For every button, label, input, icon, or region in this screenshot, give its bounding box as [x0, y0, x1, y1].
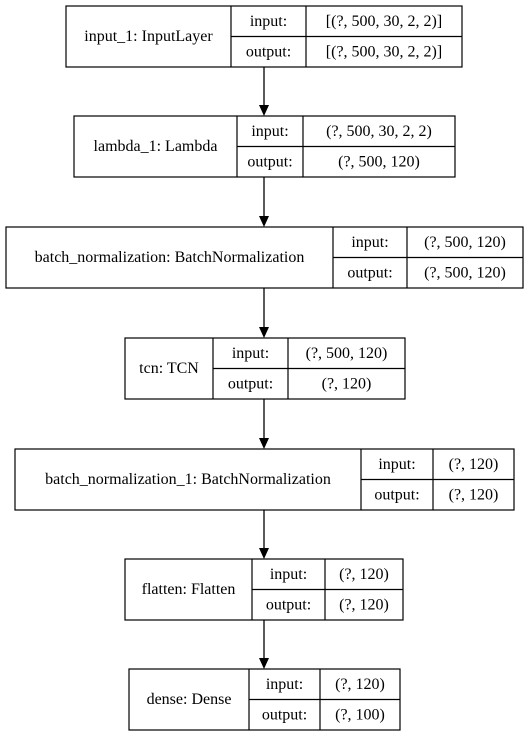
input-label: input: [351, 234, 388, 251]
output-shape: (?, 500, 120) [424, 264, 506, 281]
output-label: output: [246, 43, 291, 60]
input-shape: (?, 120) [335, 676, 385, 693]
arrowhead [259, 216, 269, 227]
layer-node: batch_normalization: BatchNormalization i… [5, 226, 524, 289]
edge-arrow [259, 399, 269, 449]
input-shape: [(?, 500, 30, 2, 2)] [326, 13, 442, 30]
arrowhead [259, 658, 269, 669]
output-shape: (?, 120) [339, 596, 389, 613]
arrowhead [259, 438, 269, 449]
layer-name: batch_normalization_1: BatchNormalizatio… [45, 471, 331, 488]
layer-name: tcn: TCN [139, 360, 199, 377]
input-label: input: [378, 456, 415, 473]
output-label: output: [266, 596, 311, 613]
layer-name: input_1: InputLayer [84, 28, 213, 45]
input-label: input: [232, 345, 269, 362]
layer-node: batch_normalization_1: BatchNormalizatio… [14, 448, 515, 511]
layer-node: dense: Dense input: output: (?, 120) (?, 100… [128, 668, 401, 731]
arrowhead [259, 548, 269, 559]
output-shape: (?, 100) [335, 706, 385, 723]
output-label: output: [347, 264, 392, 281]
output-shape: (?, 120) [449, 486, 499, 503]
edge-arrow [259, 67, 269, 116]
input-shape: (?, 120) [449, 456, 499, 473]
output-label: output: [247, 153, 292, 170]
output-shape: (?, 500, 120) [338, 153, 420, 170]
layer-node: flatten: Flatten input: output: (?, 120) (?,… [124, 558, 404, 621]
layer-name: batch_normalization: BatchNormalization [35, 249, 305, 266]
output-shape: (?, 120) [322, 375, 372, 392]
layer-name: lambda_1: Lambda [94, 138, 218, 155]
edge-arrow [259, 510, 269, 559]
input-shape: (?, 500, 30, 2, 2) [326, 123, 432, 140]
edge-arrow [259, 288, 269, 338]
edge-arrow [259, 177, 269, 227]
input-shape: (?, 500, 120) [424, 234, 506, 251]
layer-name: flatten: Flatten [142, 581, 236, 598]
output-label: output: [228, 375, 273, 392]
input-shape: (?, 120) [339, 566, 389, 583]
layer-node: input_1: InputLayer input: output: [(?, 500… [65, 5, 463, 68]
layer-node: tcn: TCN input: output: (?, 500, 120) (?, 12… [124, 337, 406, 400]
layer-name: dense: Dense [147, 691, 232, 708]
input-shape: (?, 500, 120) [306, 345, 388, 362]
output-label: output: [262, 706, 307, 723]
arrowhead [259, 105, 269, 116]
layer-node: lambda_1: Lambda input: output: (?, 500, 30… [73, 115, 456, 178]
arrowhead [259, 327, 269, 338]
output-shape: [(?, 500, 30, 2, 2)] [326, 43, 442, 60]
input-label: input: [250, 13, 287, 30]
input-label: input: [251, 123, 288, 140]
input-label: input: [270, 566, 307, 583]
edge-arrow [259, 620, 269, 669]
input-label: input: [266, 676, 303, 693]
output-label: output: [374, 486, 419, 503]
